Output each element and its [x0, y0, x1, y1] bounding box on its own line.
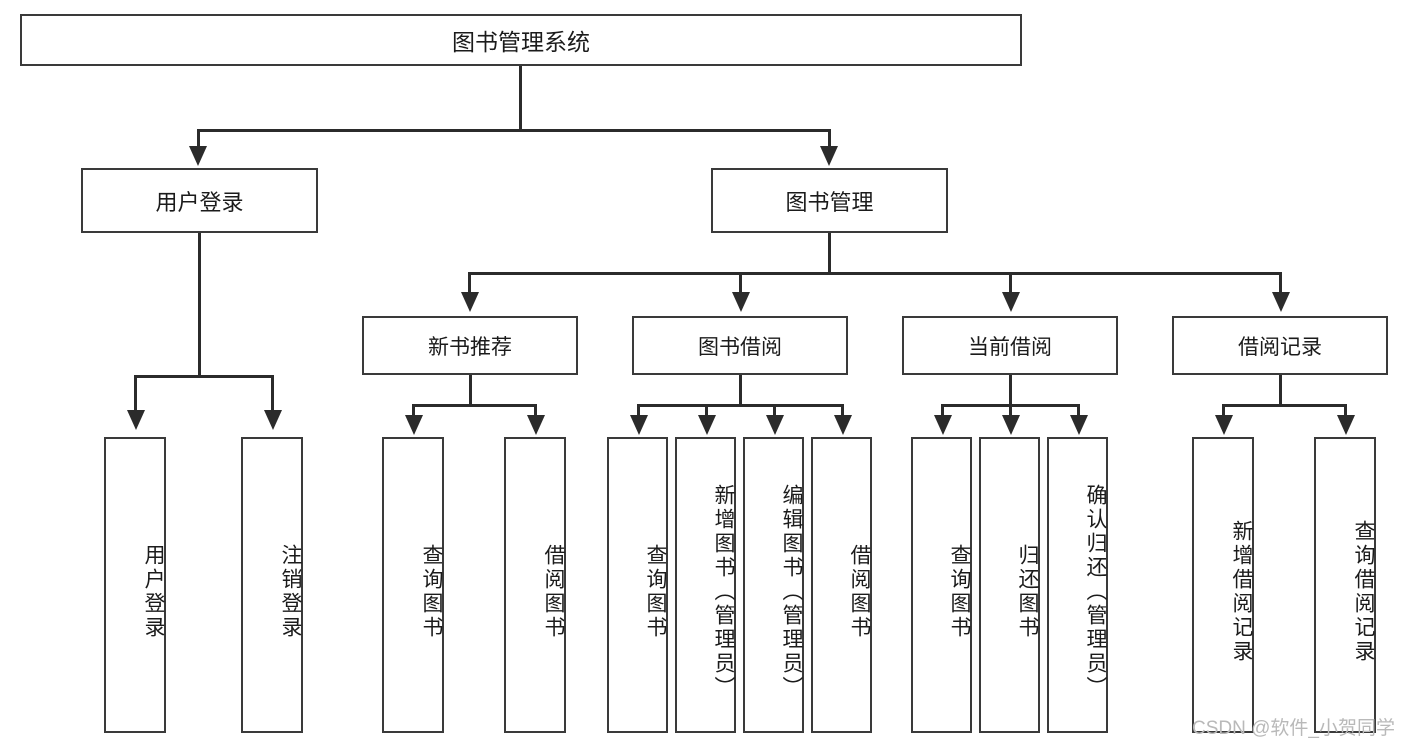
connector-borrow-record-drop-2 — [1344, 404, 1347, 418]
arrowhead-new-book-leaf-2 — [527, 415, 545, 435]
node-label: 注销登录 — [279, 544, 302, 640]
node-label: 借阅图书 — [848, 544, 871, 640]
connector-user-login-stem — [198, 233, 201, 377]
connector-book-manage-drop-1 — [468, 272, 471, 294]
arrowhead-book-borrow-leaf-2 — [698, 415, 716, 435]
node-label: 用户登录 — [155, 189, 244, 215]
node-root-system[interactable]: 图书管理系统 — [20, 14, 1022, 66]
node-label: 当前借阅 — [968, 335, 1052, 359]
node-label: 查询图书 — [420, 544, 443, 640]
leaf-book-borrow-edit[interactable]: 编辑图书（管理员） — [743, 437, 804, 733]
leaf-current-borrow-return[interactable]: 归还图书 — [979, 437, 1040, 733]
node-new-book-recommend[interactable]: 新书推荐 — [362, 316, 578, 375]
arrowhead-user-login-leaf-2 — [264, 410, 282, 430]
connector-borrow-record-stem — [1279, 375, 1282, 406]
connector-book-borrow-stem — [739, 375, 742, 406]
leaf-user-login-login[interactable]: 用户登录 — [104, 437, 166, 733]
node-label: 图书管理 — [785, 189, 874, 215]
connector-current-borrow-drop-3 — [1077, 404, 1080, 418]
leaf-borrow-record-query[interactable]: 查询借阅记录 — [1314, 437, 1376, 733]
connector-book-borrow-drop-2 — [705, 404, 708, 418]
connector-root-to-user-login — [197, 129, 200, 149]
node-book-management[interactable]: 图书管理 — [711, 168, 948, 233]
connector-book-borrow-drop-3 — [773, 404, 776, 418]
node-label: 借阅记录 — [1238, 335, 1322, 359]
leaf-user-login-logout[interactable]: 注销登录 — [241, 437, 303, 733]
node-label: 查询图书 — [948, 544, 971, 640]
arrowhead-current-borrow-leaf-3 — [1070, 415, 1088, 435]
arrowhead-book-borrow-leaf-4 — [834, 415, 852, 435]
node-label: 归还图书 — [1016, 544, 1039, 640]
connector-book-manage-drop-3 — [1009, 272, 1012, 294]
arrowhead-to-new-book — [461, 292, 479, 312]
leaf-borrow-record-add[interactable]: 新增借阅记录 — [1192, 437, 1254, 733]
arrowhead-book-borrow-leaf-1 — [630, 415, 648, 435]
connector-book-borrow-drop-4 — [841, 404, 844, 418]
arrowhead-new-book-leaf-1 — [405, 415, 423, 435]
leaf-book-borrow-query[interactable]: 查询图书 — [607, 437, 668, 733]
connector-root-stem — [519, 66, 522, 129]
node-current-borrow[interactable]: 当前借阅 — [902, 316, 1118, 375]
watermark-text: CSDN @软件_小贺同学 — [1192, 718, 1395, 739]
arrowhead-borrow-record-leaf-1 — [1215, 415, 1233, 435]
arrowhead-book-borrow-leaf-3 — [766, 415, 784, 435]
arrowhead-current-borrow-leaf-1 — [934, 415, 952, 435]
connector-new-book-drop-2 — [534, 404, 537, 418]
connector-book-manage-drop-2 — [739, 272, 742, 294]
leaf-new-book-query[interactable]: 查询图书 — [382, 437, 444, 733]
connector-root-bus — [197, 129, 831, 132]
connector-book-borrow-bus — [637, 404, 844, 407]
arrowhead-borrow-record-leaf-2 — [1337, 415, 1355, 435]
connector-user-login-drop-2 — [271, 375, 274, 413]
leaf-new-book-borrow[interactable]: 借阅图书 — [504, 437, 566, 733]
node-label: 图书管理系统 — [452, 29, 590, 55]
connector-current-borrow-drop-2 — [1009, 404, 1012, 418]
connector-root-to-book-manage — [828, 129, 831, 149]
connector-new-book-bus — [412, 404, 537, 407]
arrowhead-current-borrow-leaf-2 — [1002, 415, 1020, 435]
node-label: 借阅图书 — [542, 544, 565, 640]
node-label: 用户登录 — [142, 544, 165, 640]
connector-current-borrow-stem — [1009, 375, 1012, 406]
arrowhead-to-borrow-record — [1272, 292, 1290, 312]
leaf-current-borrow-query[interactable]: 查询图书 — [911, 437, 972, 733]
connector-user-login-drop-1 — [134, 375, 137, 413]
connector-borrow-record-drop-1 — [1222, 404, 1225, 418]
connector-new-book-drop-1 — [412, 404, 415, 418]
arrowhead-to-current-borrow — [1002, 292, 1020, 312]
node-label: 查询借阅记录 — [1352, 520, 1375, 664]
connector-book-manage-bus — [468, 272, 1280, 275]
connector-current-borrow-drop-1 — [941, 404, 944, 418]
arrowhead-root-to-book-manage — [820, 146, 838, 166]
connector-book-manage-stem — [828, 233, 831, 274]
leaf-book-borrow-add[interactable]: 新增图书（管理员） — [675, 437, 736, 733]
connector-book-borrow-drop-1 — [637, 404, 640, 418]
leaf-book-borrow-borrow[interactable]: 借阅图书 — [811, 437, 872, 733]
node-label: 新增图书（管理员） — [712, 484, 735, 700]
leaf-current-borrow-confirm-return[interactable]: 确认归还（管理员） — [1047, 437, 1108, 733]
node-book-borrow[interactable]: 图书借阅 — [632, 316, 848, 375]
arrowhead-user-login-leaf-1 — [127, 410, 145, 430]
node-label: 确认归还（管理员） — [1084, 484, 1107, 700]
node-label: 图书借阅 — [698, 335, 782, 359]
node-label: 编辑图书（管理员） — [780, 484, 803, 700]
connector-borrow-record-bus — [1222, 404, 1347, 407]
node-label: 查询图书 — [644, 544, 667, 640]
arrowhead-to-book-borrow — [732, 292, 750, 312]
connector-book-manage-drop-4 — [1279, 272, 1282, 294]
node-user-login[interactable]: 用户登录 — [81, 168, 318, 233]
node-label: 新书推荐 — [428, 335, 512, 359]
connector-new-book-stem — [469, 375, 472, 406]
arrowhead-root-to-user-login — [189, 146, 207, 166]
connector-user-login-bus — [134, 375, 273, 378]
node-borrow-record[interactable]: 借阅记录 — [1172, 316, 1388, 375]
node-label: 新增借阅记录 — [1230, 520, 1253, 664]
